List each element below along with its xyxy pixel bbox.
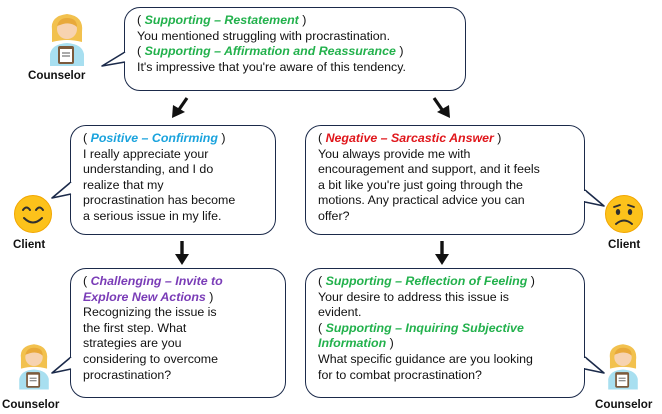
tag-supporting-restatement: Supporting – Restatement — [144, 13, 299, 27]
bubble-text: offer? — [318, 208, 350, 223]
bubble-text: encouragement and support, and it feels — [318, 162, 540, 177]
bubble-text: evident. — [318, 305, 362, 320]
counselor-bubble-challenging: ( Challenging – Invite to Explore New Ac… — [70, 268, 286, 398]
bubble-text: a bit like you're just going through the — [318, 177, 523, 192]
tag-supporting-inquiring-cont: Information — [318, 336, 387, 351]
bubble-tail-right-client — [583, 189, 605, 207]
sad-face-icon — [604, 194, 644, 234]
counselor-avatar-icon — [14, 340, 54, 392]
down-arrow-icon — [172, 97, 189, 118]
tag-line: ( Supporting – Reflection of Feeling ) — [318, 274, 535, 288]
bubble-text: What specific guidance are you looking — [318, 351, 533, 366]
counselor-bubble-supporting: ( Supporting – Reflection of Feeling ) Y… — [305, 268, 585, 398]
tag-line: Explore New Actions ) — [83, 289, 214, 304]
bubble-text: the first step. What — [83, 320, 187, 335]
bubble-tail-right-counselor — [583, 356, 605, 374]
client-label-right: Client — [608, 238, 641, 251]
tag-negative-sarcastic: Negative – Sarcastic Answer — [325, 131, 494, 145]
smiley-face-icon — [13, 194, 53, 234]
tag-line: ( Challenging – Invite to — [83, 274, 223, 288]
bubble-text: procrastination has become — [83, 193, 236, 208]
tag-supporting-inquiring: Supporting – Inquiring Subjective — [325, 320, 524, 335]
tag-line: ( Positive – Confirming ) — [83, 131, 226, 145]
bubble-text: understanding, and I do — [83, 162, 214, 177]
down-arrow-icon — [432, 97, 450, 118]
bubble-tail-top — [101, 51, 127, 67]
tag-supporting-reflection: Supporting – Reflection of Feeling — [325, 274, 528, 288]
bubble-text: strategies are you — [83, 336, 182, 351]
bubble-text: It's impressive that you're aware of thi… — [137, 59, 406, 74]
tag-supporting-affirmation: Supporting – Affirmation and Reassurance — [144, 44, 396, 59]
tag-line: Information ) — [318, 336, 394, 351]
counselor-label-top: Counselor — [28, 69, 86, 82]
tag-challenging: Challenging – Invite to — [90, 274, 223, 288]
bubble-text: You always provide me with — [318, 146, 471, 161]
client-bubble-positive: ( Positive – Confirming ) I really appre… — [70, 125, 276, 235]
bubble-text: motions. Any practical advice you can — [318, 193, 525, 208]
client-bubble-negative: ( Negative – Sarcastic Answer ) You alwa… — [305, 125, 585, 235]
counselor-label-bottom-right: Counselor — [595, 398, 653, 411]
bubble-text: for to combat procrastination? — [318, 367, 482, 382]
tag-positive-confirming: Positive – Confirming — [90, 131, 218, 145]
bubble-text: realize that my — [83, 177, 164, 192]
counselor-label-bottom-left: Counselor — [2, 398, 60, 411]
counselor-bubble-top: ( Supporting – Restatement ) You mention… — [124, 7, 466, 91]
tag-line: ( Supporting – Affirmation and Reassuran… — [137, 44, 404, 59]
client-label-left: Client — [13, 238, 46, 251]
bubble-text: a serious issue in my life. — [83, 208, 222, 223]
bubble-tail-left-client — [51, 181, 73, 199]
bubble-text: procrastination? — [83, 367, 172, 382]
tag-line: ( Supporting – Restatement ) — [137, 13, 307, 27]
counselor-avatar-icon — [44, 10, 90, 68]
bubble-text: Recognizing the issue is — [83, 305, 217, 320]
bubble-text: You mentioned struggling with procrastin… — [137, 28, 391, 43]
tag-line: ( Supporting – Inquiring Subjective — [318, 320, 524, 335]
counselor-avatar-icon — [603, 340, 643, 392]
tag-challenging-cont: Explore New Actions — [83, 289, 206, 304]
bubble-text: I really appreciate your — [83, 146, 209, 161]
down-arrow-icon — [435, 241, 449, 265]
down-arrow-icon — [175, 241, 189, 265]
bubble-tail-left-counselor — [51, 356, 73, 374]
bubble-text: Your desire to address this issue is — [318, 289, 510, 304]
tag-line: ( Negative – Sarcastic Answer ) — [318, 131, 502, 145]
bubble-text: considering to overcome — [83, 351, 218, 366]
